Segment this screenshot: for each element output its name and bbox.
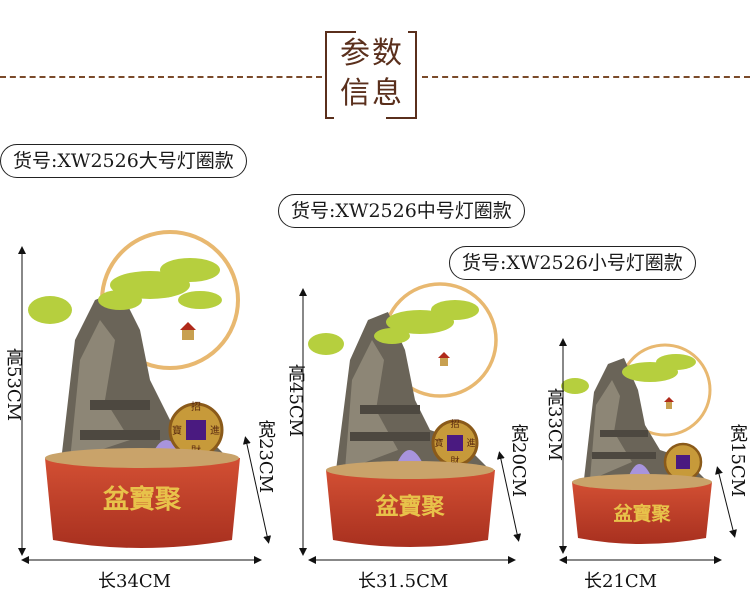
product-large: 招 進 財 寶 盆寶聚 — [28, 230, 240, 548]
width-label-small: 宽15CM — [727, 424, 748, 498]
height-label-small: 高33CM — [544, 388, 565, 462]
height-label-large: 高53CM — [3, 348, 24, 422]
product-medium: 招 進 財 寶 盆寶聚 — [308, 282, 498, 547]
height-label-medium: 高45CM — [285, 364, 306, 438]
svg-text:寶: 寶 — [172, 424, 182, 437]
svg-text:盆寶聚: 盆寶聚 — [612, 502, 671, 525]
svg-text:寶: 寶 — [434, 437, 443, 449]
width-label-large: 宽23CM — [255, 420, 276, 494]
svg-text:財: 財 — [450, 455, 459, 467]
pot-text: 盆寶聚 — [103, 484, 182, 515]
svg-text:招: 招 — [191, 400, 201, 413]
section-title: 参数 信息 — [336, 34, 408, 114]
width-label-medium: 宽20CM — [508, 424, 529, 498]
pine-tree — [308, 300, 479, 355]
svg-text:招: 招 — [450, 418, 459, 430]
model-label-small: 货号:XW2526小号灯圈款 — [449, 246, 696, 280]
model-label-large: 货号:XW2526大号灯圈款 — [0, 144, 247, 178]
pine-tree — [28, 258, 222, 324]
section-title-line2: 信息 — [340, 76, 404, 111]
length-label-medium: 长31.5CM — [358, 571, 449, 592]
pine-tree — [561, 354, 696, 394]
model-label-medium: 货号:XW2526中号灯圈款 — [278, 194, 525, 228]
svg-text:盆寶聚: 盆寶聚 — [376, 493, 446, 520]
length-label-small: 长21CM — [584, 571, 658, 592]
product-small: 盆寶聚 — [561, 343, 712, 544]
length-label-large: 长34CM — [98, 571, 172, 592]
pot — [45, 451, 240, 548]
section-title-line1: 参数 — [340, 36, 404, 71]
header-divider-left — [0, 76, 322, 78]
svg-text:進: 進 — [466, 437, 475, 449]
svg-text:進: 進 — [210, 425, 220, 437]
width-line-large — [242, 436, 272, 544]
header-divider-right — [422, 76, 750, 78]
